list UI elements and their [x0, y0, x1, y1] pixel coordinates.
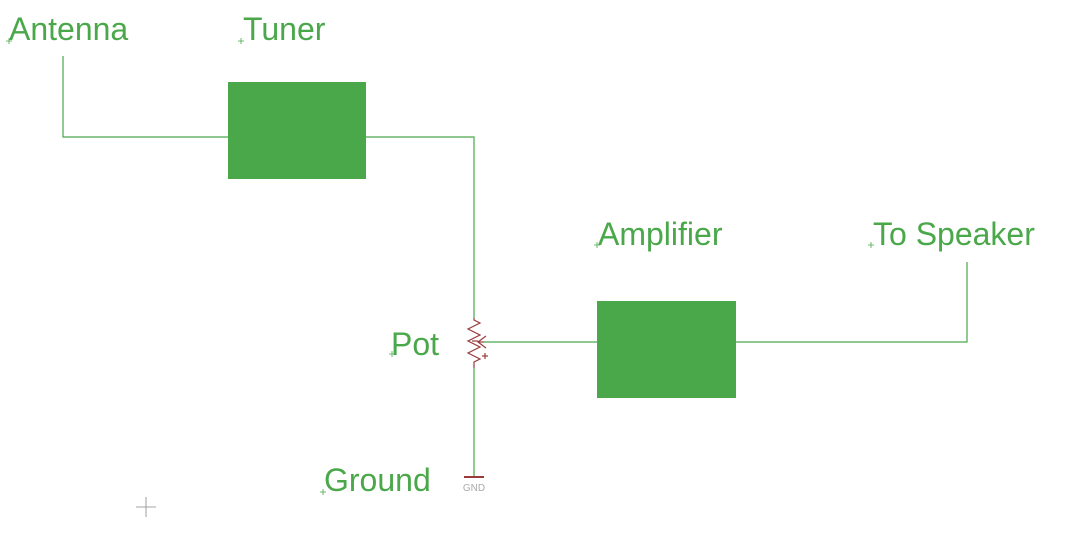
- to-speaker-label: To Speaker: [873, 216, 1035, 252]
- wiper-arrow: [477, 335, 487, 349]
- resistor-zigzag: [466, 318, 482, 368]
- wires: [62, 56, 968, 477]
- ground-symbol[interactable]: GND: [463, 476, 485, 494]
- tuner-label: Tuner: [243, 11, 326, 47]
- pot-label: Pot: [391, 326, 439, 362]
- potentiometer-symbol[interactable]: [466, 318, 488, 368]
- amplifier-block[interactable]: [597, 301, 736, 398]
- ground-label: Ground: [324, 462, 431, 498]
- antenna-label: Antenna: [9, 11, 128, 47]
- wire-amplifier-speaker: [735, 262, 968, 343]
- gnd-symbol-label: GND: [463, 483, 485, 494]
- wire-antenna-tuner: [62, 56, 228, 138]
- amplifier-label: Amplifier: [598, 216, 723, 252]
- origin-markers: [6, 38, 874, 495]
- cursor-crosshair-icon: [136, 497, 156, 517]
- tuner-block[interactable]: [228, 82, 366, 179]
- wire-tuner-pot: [365, 136, 475, 318]
